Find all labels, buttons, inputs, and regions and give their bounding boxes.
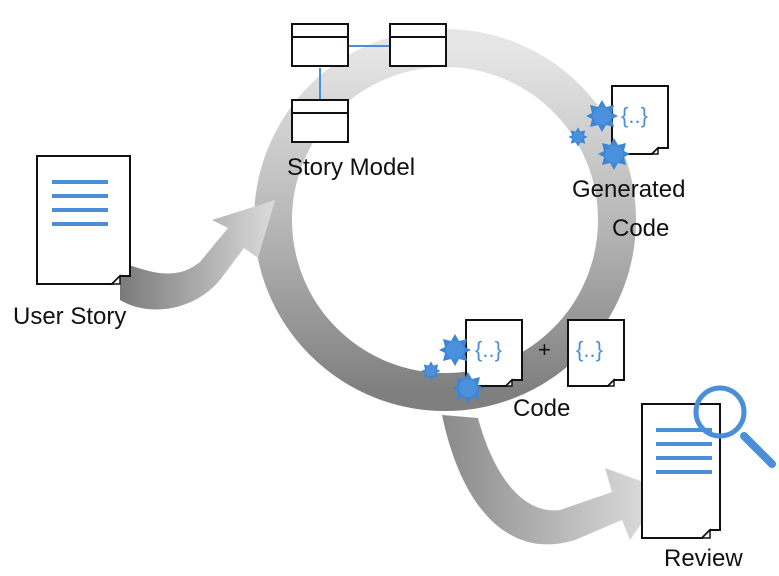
review-label: Review <box>664 545 743 572</box>
user-story-arrow <box>120 200 275 310</box>
magnifier-icon <box>693 385 776 468</box>
class-box-icon <box>291 99 349 143</box>
generated-code-label-line1: Generated <box>572 176 685 203</box>
generated-code-icon: {..} <box>568 85 669 170</box>
code-glyph: {..} <box>475 337 502 362</box>
plus-sign: + <box>538 337 551 362</box>
code-icon: {..} <box>421 319 523 404</box>
code-label: Code <box>513 395 570 422</box>
review-document-icon <box>641 403 721 539</box>
code-glyph: {..} <box>621 103 648 128</box>
story-model-label: Story Model <box>287 154 415 181</box>
class-box-icon <box>389 23 447 67</box>
review-arrow <box>442 415 665 545</box>
code-glyph: {..} <box>576 337 603 362</box>
generated-code-label-line2: Code <box>612 215 669 242</box>
story-model-icon <box>291 23 447 143</box>
class-box-icon <box>291 23 349 67</box>
user-story-document-icon <box>36 155 131 285</box>
document-icon <box>567 319 625 387</box>
user-story-label: User Story <box>13 303 126 330</box>
